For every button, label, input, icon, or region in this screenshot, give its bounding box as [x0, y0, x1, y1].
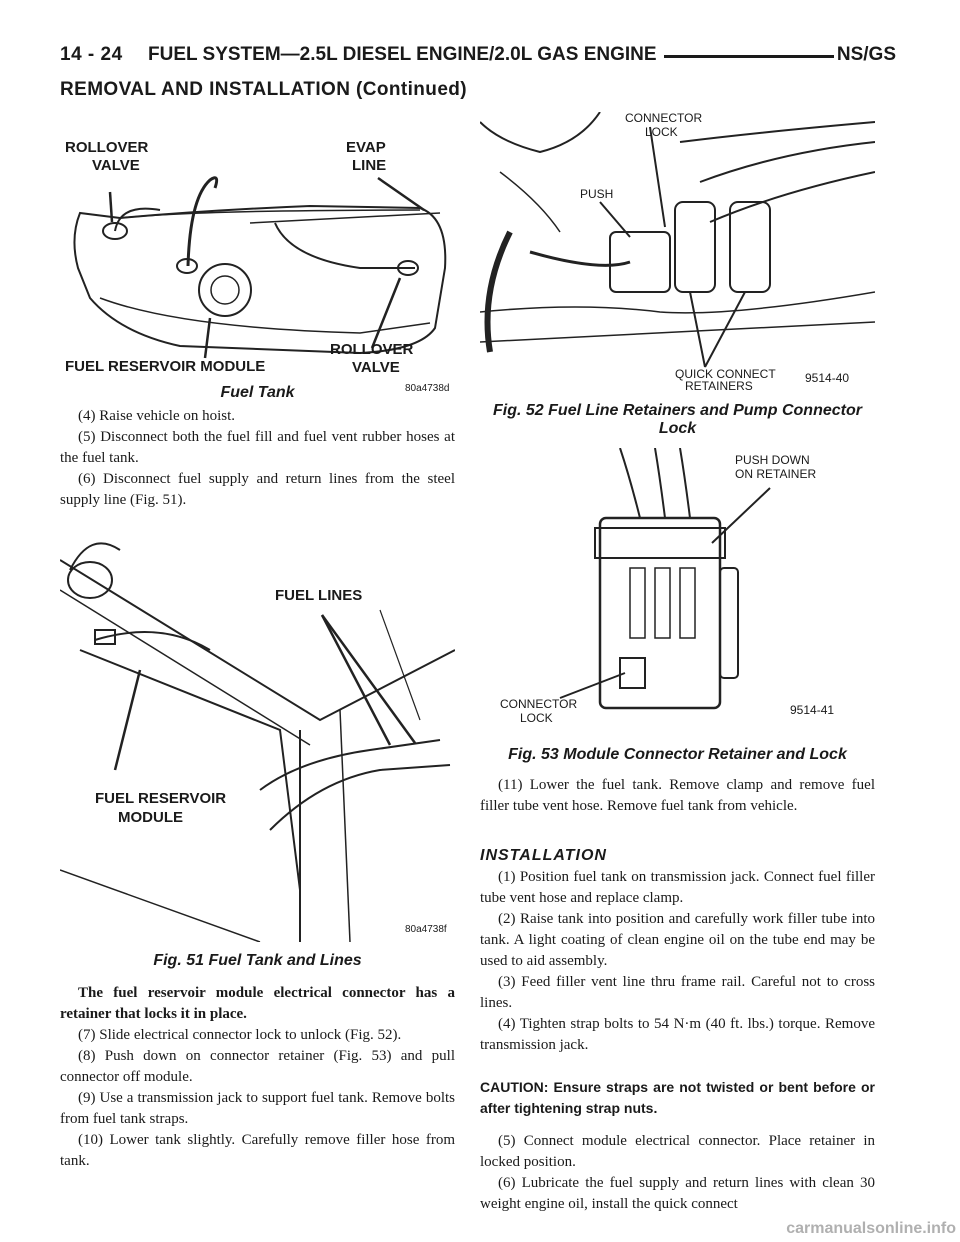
- svg-text:LOCK: LOCK: [520, 711, 553, 725]
- install-step-1: (1) Position fuel tank on transmission j…: [480, 869, 875, 906]
- right-text-a: (11) Lower the fuel tank. Remove clamp a…: [480, 775, 875, 817]
- svg-text:LOCK: LOCK: [645, 125, 678, 139]
- fig51-figure: FUEL LINES FUEL RESERVOIR MODULE 80a4738…: [60, 542, 455, 942]
- label-rollover-valve-right: ROLLOVER: [330, 341, 414, 358]
- fig53-caption: Fig. 53 Module Connector Retainer and Lo…: [508, 746, 847, 763]
- page-title: FUEL SYSTEM—2.5L DIESEL ENGINE/2.0L GAS …: [148, 44, 657, 65]
- caution-note: CAUTION: Ensure straps are not twisted o…: [480, 1079, 875, 1116]
- label-fuel-reservoir-module-51: FUEL RESERVOIR: [95, 790, 226, 807]
- step-8: (8) Push down on connector retainer (Fig…: [60, 1048, 455, 1085]
- fig53-figure: PUSH DOWN ON RETAINER CONNECTOR LOCK 951…: [500, 448, 834, 725]
- watermark: carmanualsonline.info: [786, 1220, 956, 1237]
- fig51-code: 80a4738f: [405, 924, 447, 935]
- step-5: (5) Disconnect both the fuel fill and fu…: [60, 429, 455, 466]
- svg-text:VALVE: VALVE: [92, 157, 140, 174]
- installation-heading: INSTALLATION: [480, 847, 607, 864]
- svg-text:ON RETAINER: ON RETAINER: [735, 467, 816, 481]
- fig53-code: 9514-41: [790, 703, 834, 717]
- label-rollover-valve-left: ROLLOVER: [65, 139, 149, 156]
- install-step-2: (2) Raise tank into position and careful…: [480, 911, 875, 969]
- label-connector-lock-52: CONNECTOR: [625, 112, 702, 125]
- step-11: (11) Lower the fuel tank. Remove clamp a…: [480, 777, 875, 814]
- figure-caption: Fuel Tank: [220, 384, 295, 401]
- left-text-b: The fuel reservoir module electrical con…: [60, 983, 455, 1172]
- install-steps-b: (5) Connect module electrical connector.…: [480, 1131, 875, 1215]
- header-rule: [664, 55, 834, 58]
- label-push: PUSH: [580, 187, 613, 201]
- install-step-4: (4) Tighten strap bolts to 54 N·m (40 ft…: [480, 1016, 875, 1053]
- fig52-code: 9514-40: [805, 371, 849, 385]
- model-code: NS/GS: [836, 44, 896, 65]
- svg-text:VALVE: VALVE: [352, 359, 400, 376]
- svg-text:RETAINERS: RETAINERS: [685, 379, 753, 390]
- section-continued: REMOVAL AND INSTALLATION (Continued): [60, 79, 468, 100]
- page-number: 14 - 24: [60, 44, 123, 65]
- install-step-6: (6) Lubricate the fuel supply and return…: [480, 1175, 875, 1212]
- install-steps: (1) Position fuel tank on transmission j…: [480, 867, 875, 1056]
- label-quick-connect: QUICK CONNECT: [675, 367, 776, 381]
- label-push-down: PUSH DOWN: [735, 453, 810, 467]
- step-6: (6) Disconnect fuel supply and return li…: [60, 471, 455, 508]
- svg-text:MODULE: MODULE: [118, 809, 183, 826]
- label-evap-line: EVAP: [346, 139, 386, 156]
- install-step-5: (5) Connect module electrical connector.…: [480, 1133, 875, 1170]
- fuel-tank-figure: ROLLOVER VALVE EVAP LINE FUEL RESERVOIR …: [65, 139, 450, 394]
- left-text-a: (4) Raise vehicle on hoist. (5) Disconne…: [60, 406, 455, 511]
- fig51-caption: Fig. 51 Fuel Tank and Lines: [153, 952, 362, 969]
- label-fuel-lines: FUEL LINES: [275, 587, 362, 604]
- step-7: (7) Slide electrical connector lock to u…: [78, 1027, 402, 1043]
- fig52-figure: CONNECTOR LOCK PUSH QUICK CONNECT RETAIN…: [480, 112, 875, 390]
- svg-text:LINE: LINE: [352, 157, 386, 174]
- label-fuel-reservoir-module: FUEL RESERVOIR MODULE: [65, 358, 265, 375]
- install-step-3: (3) Feed filler vent line thru frame rai…: [480, 974, 875, 1011]
- fig52-caption: Fig. 52 Fuel Line Retainers and Pump Con…: [493, 402, 862, 437]
- label-connector-lock-53: CONNECTOR: [500, 697, 577, 711]
- step-10: (10) Lower tank slightly. Carefully remo…: [60, 1132, 455, 1169]
- step-4: (4) Raise vehicle on hoist.: [78, 408, 236, 424]
- fig-code: 80a4738d: [405, 383, 450, 394]
- page-header: 14 - 24 FUEL SYSTEM—2.5L DIESEL ENGINE/2…: [60, 44, 896, 74]
- connector-note: The fuel reservoir module electrical con…: [60, 985, 455, 1022]
- step-9: (9) Use a transmission jack to support f…: [60, 1090, 455, 1127]
